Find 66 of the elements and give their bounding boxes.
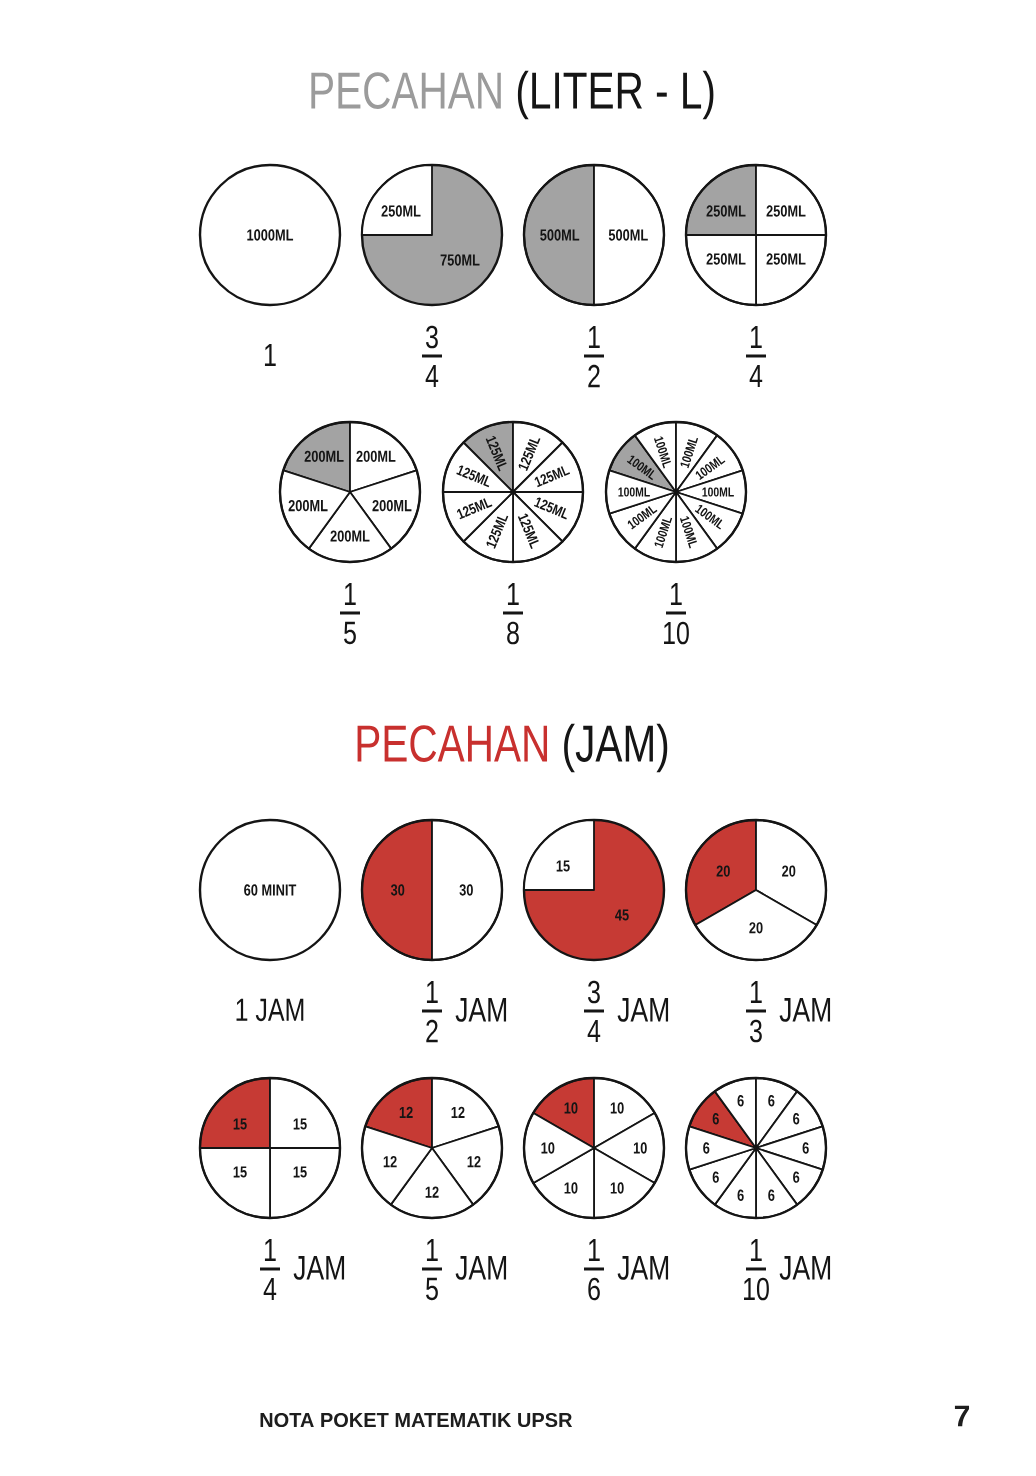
- numerator: 1: [670, 583, 682, 605]
- unit-label: JAM: [779, 1256, 831, 1280]
- unit-label: JAM: [617, 1256, 669, 1280]
- pie-sector: 500ML: [593, 164, 665, 306]
- unit-label: JAM: [455, 998, 507, 1022]
- pie-circle: [684, 1076, 828, 1220]
- pie-sector: 30: [361, 819, 433, 961]
- numerator: 1: [344, 583, 356, 605]
- denominator: 5: [426, 1277, 438, 1301]
- numerator: 1: [507, 583, 519, 605]
- denominator: 5: [344, 621, 356, 645]
- pie-sector: 30: [431, 819, 503, 961]
- denominator: 2: [588, 364, 600, 388]
- page-number: 7: [954, 1405, 969, 1427]
- pie-sector: 15: [523, 819, 595, 891]
- denominator: 4: [749, 365, 763, 387]
- pie-sector: 250ML: [685, 164, 757, 236]
- pie-sector: 500ML: [523, 164, 595, 306]
- pie-circle: [684, 163, 828, 307]
- denominator: 8: [507, 621, 519, 645]
- unit-label: JAM: [617, 998, 669, 1022]
- pie-sector: 250ML: [755, 164, 827, 236]
- pie-sector: 250ML: [361, 164, 433, 236]
- section-heading: PECAHAN (JAM): [357, 723, 668, 773]
- numerator: 1: [588, 1239, 600, 1261]
- unit-label: JAM: [455, 1256, 507, 1280]
- pie-circle: [360, 1076, 504, 1220]
- numerator: 3: [426, 325, 438, 349]
- denominator: 3: [750, 1019, 762, 1043]
- pie-sector: 15: [199, 1147, 271, 1219]
- pie-sector: 20: [694, 889, 818, 961]
- pie-circle: [278, 420, 422, 564]
- footer-text: NOTA POKET MATEMATIK UPSR: [260, 1412, 573, 1428]
- pie-circle: [522, 1076, 666, 1220]
- numerator: 1: [750, 1239, 762, 1261]
- pie-circle: [198, 1076, 342, 1220]
- pie-circle: [604, 420, 748, 564]
- pie-sector: 15: [199, 1077, 271, 1149]
- pie-sector: 15: [269, 1077, 341, 1149]
- pie-circle: [522, 163, 666, 307]
- pie-sector: 250ML: [685, 234, 757, 306]
- title: PECAHAN (LITER - L): [311, 70, 714, 120]
- pie-circle: [441, 420, 585, 564]
- pie-sector: 15: [269, 1147, 341, 1219]
- denominator: 10: [744, 1277, 769, 1301]
- unit-label: JAM: [779, 998, 831, 1022]
- unit-label: JAM: [293, 1256, 345, 1280]
- pie-sector: 6: [685, 1125, 757, 1171]
- numerator: 1: [264, 1239, 276, 1261]
- pie-sector: 250ML: [755, 234, 827, 306]
- denominator: 4: [425, 365, 439, 387]
- amount-label: 1 JAM: [236, 998, 304, 1022]
- denominator: 4: [263, 1278, 277, 1300]
- pie-circle: [360, 818, 504, 962]
- numerator: 1: [750, 981, 762, 1003]
- numerator: 1: [426, 981, 438, 1003]
- denominator: 6: [588, 1277, 600, 1301]
- denominator: 2: [426, 1019, 438, 1043]
- denominator: 4: [587, 1020, 601, 1042]
- numerator: 3: [588, 980, 600, 1004]
- amount-label: 1: [264, 344, 276, 366]
- numerator: 1: [750, 326, 762, 348]
- denominator: 10: [664, 621, 689, 645]
- numerator: 1: [426, 1239, 438, 1261]
- pie-circle: [684, 818, 828, 962]
- numerator: 1: [588, 326, 600, 348]
